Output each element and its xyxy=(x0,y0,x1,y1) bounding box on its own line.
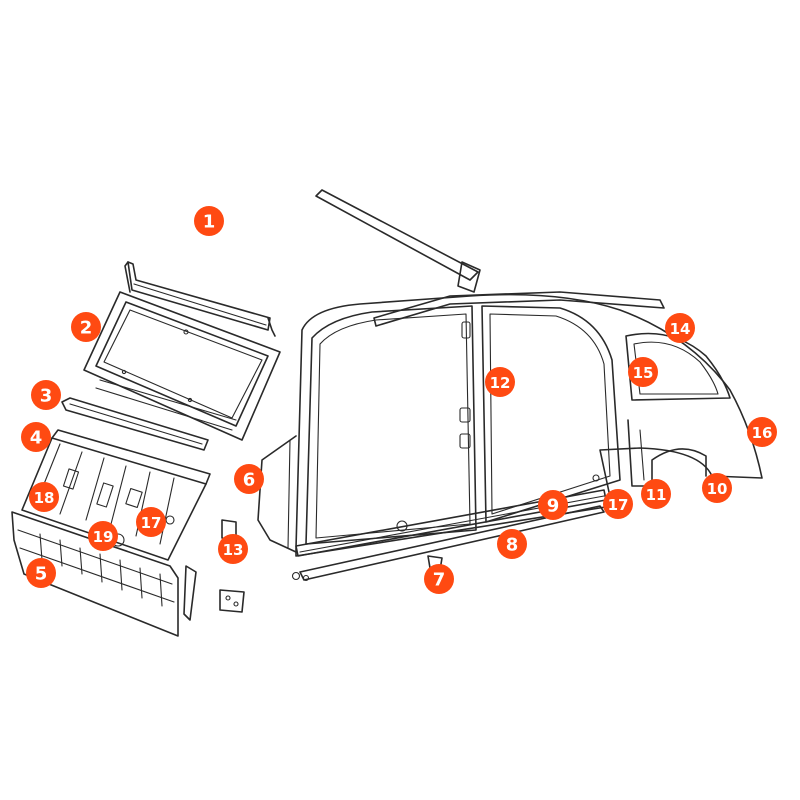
callout-4: 4 xyxy=(21,422,51,452)
callout-12: 12 xyxy=(485,367,515,397)
callout-11: 11 xyxy=(641,479,671,509)
callout-label: 15 xyxy=(633,364,654,382)
callout-5: 5 xyxy=(26,558,56,588)
callout-circle xyxy=(234,464,264,494)
callout-circle xyxy=(21,422,51,452)
callout-label: 17 xyxy=(141,514,162,532)
callout-7: 7 xyxy=(424,564,454,594)
scuttle-top-panel xyxy=(124,261,276,337)
callout-label: 14 xyxy=(670,320,691,338)
callout-10: 10 xyxy=(702,473,732,503)
front-valance-panel xyxy=(11,511,179,637)
callout-label: 8 xyxy=(506,535,519,556)
callout-circle xyxy=(538,490,568,520)
callout-1: 1 xyxy=(194,206,224,236)
callout-label: 11 xyxy=(646,486,667,504)
dash-lower-rail xyxy=(61,397,209,451)
callout-label: 19 xyxy=(93,528,114,546)
callout-17: 17 xyxy=(136,507,166,537)
callout-label: 3 xyxy=(40,386,53,407)
callout-label: 16 xyxy=(752,424,773,442)
callout-label: 12 xyxy=(490,374,511,392)
callout-label: 5 xyxy=(35,564,48,585)
a-pillar-roof-rail xyxy=(315,189,481,293)
callout-circle xyxy=(29,482,59,512)
callout-circle xyxy=(424,564,454,594)
callout-circle xyxy=(665,313,695,343)
callout-8: 8 xyxy=(497,529,527,559)
callout-6: 6 xyxy=(234,464,264,494)
callout-17: 17 xyxy=(603,489,633,519)
callout-circle xyxy=(628,357,658,387)
callout-circle xyxy=(702,473,732,503)
callout-circle xyxy=(485,367,515,397)
callout-circle xyxy=(136,507,166,537)
callout-13: 13 xyxy=(218,534,248,564)
callout-9: 9 xyxy=(538,490,568,520)
callout-3: 3 xyxy=(31,380,61,410)
callout-label: 6 xyxy=(243,470,256,491)
body-side-panel xyxy=(295,293,763,557)
callout-circle xyxy=(88,521,118,551)
windscreen-frame-panel xyxy=(83,291,281,441)
callout-label: 2 xyxy=(80,318,93,339)
callout-19: 19 xyxy=(88,521,118,551)
callout-label: 13 xyxy=(223,541,244,559)
callout-circle xyxy=(31,380,61,410)
callout-label: 10 xyxy=(707,480,728,498)
callout-label: 4 xyxy=(30,428,43,449)
callout-15: 15 xyxy=(628,357,658,387)
callout-label: 1 xyxy=(203,212,216,233)
callout-label: 9 xyxy=(547,496,560,517)
callout-circle xyxy=(747,417,777,447)
callout-circle xyxy=(603,489,633,519)
callout-label: 7 xyxy=(433,570,446,591)
callout-16: 16 xyxy=(747,417,777,447)
callout-circle xyxy=(641,479,671,509)
callout-circle xyxy=(497,529,527,559)
callout-2: 2 xyxy=(71,312,101,342)
callout-14: 14 xyxy=(665,313,695,343)
callout-circle xyxy=(194,206,224,236)
callout-circle xyxy=(26,558,56,588)
front-wing-edge xyxy=(257,435,297,553)
callout-label: 17 xyxy=(608,496,629,514)
callout-label: 18 xyxy=(34,489,55,507)
callout-circle xyxy=(218,534,248,564)
callout-18: 18 xyxy=(29,482,59,512)
callout-circle xyxy=(71,312,101,342)
